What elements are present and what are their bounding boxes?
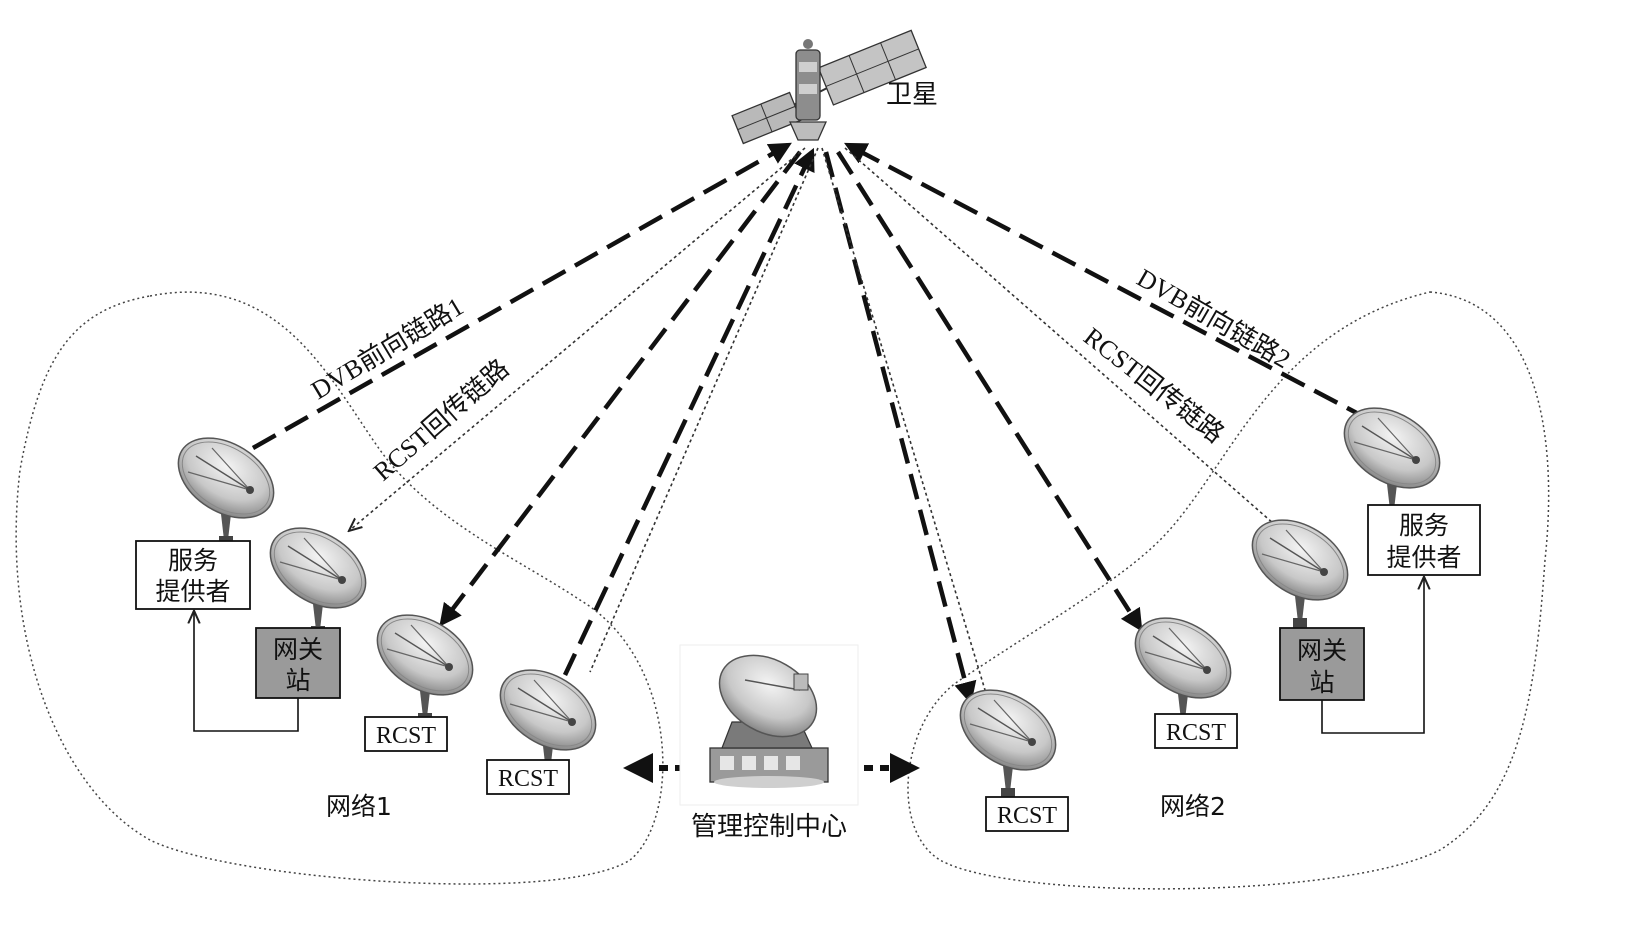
network2-service-provider-box: 服务 提供者 xyxy=(1367,504,1481,576)
rcst-return-link-1-label: RCST回传链路 xyxy=(368,354,515,487)
network2-service-provider-line1: 服务 xyxy=(1399,511,1449,540)
network1-rcst-b-box: RCST xyxy=(486,759,570,795)
network2-rcst-b-dish-icon xyxy=(945,672,1071,805)
sat-to-rcst1a-link xyxy=(439,150,802,627)
management-center-icon xyxy=(679,644,859,806)
network2-rcst-a-box: RCST xyxy=(1154,713,1238,749)
rcst-return-link-2b xyxy=(821,147,986,691)
dvb-forward-link-1-label: DVB前向链路1 xyxy=(306,292,468,405)
network1-rcst-a-label: RCST xyxy=(376,723,436,749)
network1-label: 网络1 xyxy=(326,792,392,821)
network1-gateway-box: 网关 站 xyxy=(255,627,341,699)
network2-rcst-b-label: RCST xyxy=(997,803,1057,829)
network1-zone xyxy=(15,291,664,885)
rcst-return-link-2 xyxy=(844,147,1290,538)
network2-gateway-dish-icon xyxy=(1237,502,1363,635)
satellite-icon xyxy=(731,29,927,145)
network2-gateway-line1: 网关 xyxy=(1297,636,1347,665)
network1-rcst-a-dish-icon xyxy=(362,597,488,730)
network1-gateway-line1: 网关 xyxy=(273,635,323,664)
management-center-label: 管理控制中心 xyxy=(691,812,847,842)
network2-label: 网络2 xyxy=(1160,792,1226,821)
network2-service-provider-line2: 提供者 xyxy=(1386,543,1461,572)
sat-to-rcst2b-link xyxy=(836,150,1143,632)
network2-zone xyxy=(907,291,1550,890)
satellite-label: 卫星 xyxy=(886,80,938,110)
network1-gateway-to-provider-line xyxy=(194,612,299,732)
sat-to-rcst1b-link xyxy=(562,147,815,676)
network2-gateway-box: 网关 站 xyxy=(1279,627,1365,701)
network1-gateway-dish-icon xyxy=(255,510,381,643)
rcst-return-link-2-label: RCST回传链路 xyxy=(1078,322,1229,449)
dvb-forward-link-1 xyxy=(251,142,792,450)
network1-service-provider-line2: 提供者 xyxy=(155,577,230,606)
network1-rcst-a-box: RCST xyxy=(364,716,448,752)
dvb-forward-link-2-label: DVB前向链路2 xyxy=(1132,263,1295,374)
network2-gateway-line2: 站 xyxy=(1309,668,1334,697)
network1-service-provider-box: 服务 提供者 xyxy=(135,540,251,610)
network1-rcst-b-label: RCST xyxy=(498,766,558,792)
network2-gateway-to-provider-line xyxy=(1321,578,1424,734)
network2-rcst-a-label: RCST xyxy=(1166,720,1226,746)
network2-rcst-a-dish-icon xyxy=(1120,600,1246,733)
dvb-forward-link-2 xyxy=(844,142,1372,422)
network1-service-provider-line1: 服务 xyxy=(168,546,218,575)
rcst-return-link-1b xyxy=(589,147,819,673)
network2-rcst-b-box: RCST xyxy=(985,796,1069,832)
sat-to-rcst2a-link xyxy=(823,151,977,705)
network1-gateway-line2: 站 xyxy=(285,666,310,695)
